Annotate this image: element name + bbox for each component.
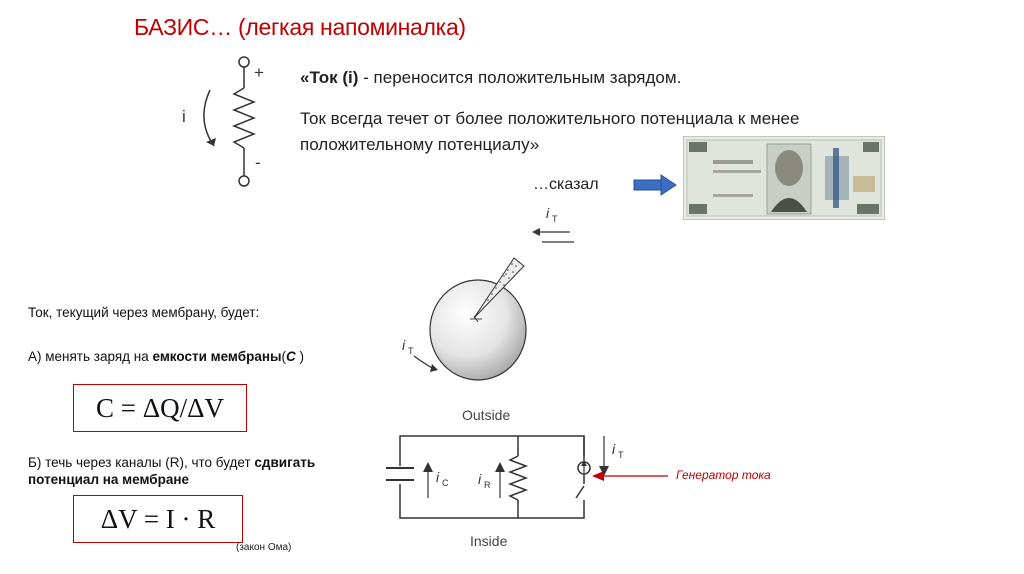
ohm-formula: ΔV = I · R (100, 503, 216, 534)
inside-label: Inside (470, 533, 508, 549)
resistor-zigzag (231, 87, 257, 149)
capacitance-formula-box: C = ΔQ/ΔV (73, 384, 247, 432)
top-terminal (238, 56, 250, 68)
cell-body (429, 279, 527, 381)
current-label: i (182, 107, 186, 126)
resistor-symbol: i + - (182, 56, 264, 187)
membrane-intro: Ток, текущий через мембрану, будет: (28, 305, 260, 320)
outside-label: Outside (462, 407, 510, 423)
point-b: Б) течь через каналы (R), что будет сдви… (28, 455, 316, 487)
said-text: …сказал (533, 176, 599, 193)
current-explanation: Ток всегда течет от более положительного… (300, 109, 800, 154)
ic-label: i (436, 469, 440, 485)
ohm-law-note: (закон Ома) (236, 542, 292, 553)
bottom-terminal (238, 175, 250, 187)
cell-electrode-diagram: i T i T Outside (402, 205, 574, 423)
ohm-formula-box: ΔV = I · R (73, 495, 243, 543)
minus-sign: - (255, 153, 261, 172)
current-arc-arrow (203, 89, 215, 147)
ir-label: i (478, 471, 482, 487)
membrane-circuit: i C i R i T Inside (386, 435, 624, 549)
svg-text:R: R (484, 480, 491, 490)
generator-pointer-arrow (592, 471, 668, 481)
generator-label: Генератор тока (676, 468, 771, 482)
it-label-top: i (546, 205, 550, 221)
it-label-circuit: i (612, 441, 616, 457)
svg-text:T: T (408, 346, 414, 356)
dollar-bill-image (683, 136, 885, 220)
blue-arrow (633, 174, 677, 196)
svg-text:C: C (442, 478, 449, 488)
svg-text:T: T (552, 214, 558, 224)
point-a: А) менять заряд на емкости мембраны(C ) (28, 349, 305, 364)
plus-sign: + (254, 63, 264, 82)
it-label-cell: i (402, 337, 406, 353)
statement-bold: «Ток (i) (300, 68, 359, 87)
capacitance-formula: C = ΔQ/ΔV (96, 392, 224, 423)
svg-text:T: T (618, 450, 624, 460)
statement-rest: - переносится положительным зарядом. (358, 68, 682, 87)
current-statement: «Ток (i) - переносится положительным зар… (300, 68, 681, 88)
it-arrow-cell (413, 355, 433, 369)
page-title: БАЗИС… (легкая напоминалка) (134, 14, 466, 40)
